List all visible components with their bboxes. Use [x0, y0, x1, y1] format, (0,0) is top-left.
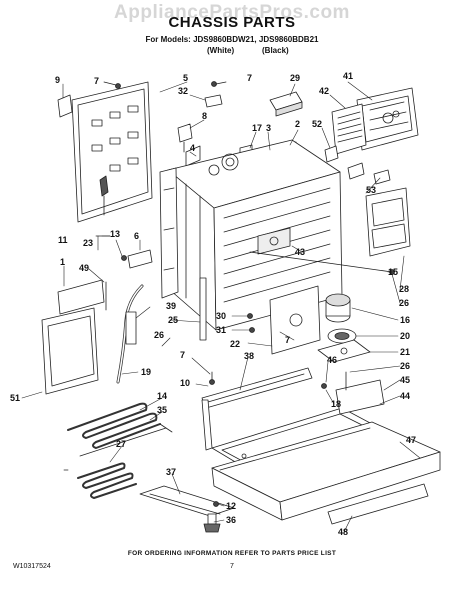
part-28-door-panel: [365, 187, 411, 257]
part-32-8-4-brackets: [177, 94, 223, 167]
callout-14: 14: [157, 391, 168, 401]
callout-20: 20: [400, 331, 411, 341]
callout-42: 42: [319, 86, 330, 96]
callout-26: 26: [399, 298, 410, 308]
callout-37: 37: [166, 467, 177, 477]
callout-49: 49: [79, 263, 90, 273]
callout-16: 16: [400, 315, 411, 325]
callout-43: 43: [295, 247, 306, 257]
callout-48: 48: [338, 527, 349, 537]
callout-1: 1: [60, 257, 66, 267]
model-numbers: For Models: JDS9860BDW21, JDS9860BDB21: [145, 35, 319, 44]
callout-47: 47: [406, 435, 417, 445]
part-5-rear-panel: [71, 81, 153, 223]
part-9-tag: [57, 94, 73, 118]
callout-22: 22: [230, 339, 241, 349]
callout-26: 26: [400, 361, 411, 371]
part-48-kick-strip: [327, 483, 429, 525]
callout-12: 12: [226, 501, 237, 511]
part-19-39-tube: [105, 281, 144, 384]
callout-15: 15: [388, 267, 399, 277]
part-27-broil-element: [63, 427, 167, 499]
callout-4: 4: [190, 143, 196, 153]
callout-5: 5: [183, 73, 189, 83]
callout-23: 23: [83, 238, 94, 248]
callout-18: 18: [331, 399, 342, 409]
callout-10: 10: [180, 378, 191, 388]
part-7-screws: [103, 81, 227, 89]
callout-31: 31: [216, 325, 227, 335]
part-25-post: [199, 277, 207, 341]
part-29-vent-cover: [269, 91, 303, 117]
callout-13: 13: [110, 229, 121, 239]
callout-45: 45: [400, 375, 411, 385]
variant-black: (Black): [262, 46, 289, 55]
part-6-13-small: [121, 249, 153, 269]
part-42-grille: [331, 103, 367, 155]
callout-9: 9: [55, 75, 61, 85]
callout-35: 35: [157, 405, 168, 415]
callout-36: 36: [226, 515, 237, 525]
callout-7: 7: [94, 76, 100, 86]
part-16-20-21-fan-assembly: [317, 293, 371, 363]
part-45-18-bracket: [321, 371, 385, 415]
callout-44: 44: [400, 391, 411, 401]
part-41-control-board: [356, 87, 419, 151]
callout-28: 28: [399, 284, 410, 294]
document-number: W10317524: [13, 563, 51, 570]
ordering-note: FOR ORDERING INFORMATION REFER TO PARTS …: [127, 550, 337, 557]
callout-53: 53: [366, 185, 377, 195]
callout-29: 29: [290, 73, 301, 83]
callout-25: 25: [168, 315, 179, 325]
leader-lines: [21, 81, 421, 533]
part-37-12-36-rail-leveler: [139, 485, 235, 533]
callout-26: 26: [154, 330, 165, 340]
callout-21: 21: [400, 347, 411, 357]
part-47-drawer-tray: [211, 421, 441, 521]
part-38-10-front-frame: [201, 367, 313, 451]
watermark-text: AppliancePartsPros.com: [114, 2, 350, 23]
part-51-panel: [41, 279, 105, 395]
part-22-back-panel: [247, 285, 321, 355]
callout-41: 41: [343, 71, 354, 81]
callout-32: 32: [178, 86, 189, 96]
callout-11: 11: [58, 235, 68, 245]
part-52-53-clips: [324, 145, 391, 185]
callout-7: 7: [180, 350, 186, 360]
callout-46: 46: [327, 355, 338, 365]
callout-38: 38: [244, 351, 255, 361]
part-1-side-panel: [159, 167, 179, 299]
callout-27: 27: [116, 439, 127, 449]
callout-19: 19: [141, 367, 152, 377]
page-number: 7: [230, 563, 234, 570]
callout-2: 2: [295, 119, 301, 129]
callout-52: 52: [312, 119, 323, 129]
callout-3: 3: [266, 123, 272, 133]
callout-39: 39: [166, 301, 177, 311]
callout-6: 6: [134, 231, 140, 241]
diagram-title: CHASSIS PARTS: [168, 14, 296, 31]
callout-30: 30: [216, 311, 227, 321]
callout-51: 51: [10, 393, 21, 403]
callout-7: 7: [247, 73, 253, 83]
callout-17: 17: [252, 123, 263, 133]
callout-8: 8: [202, 111, 208, 121]
variant-white: (White): [207, 46, 235, 55]
callout-7: 7: [285, 335, 291, 345]
